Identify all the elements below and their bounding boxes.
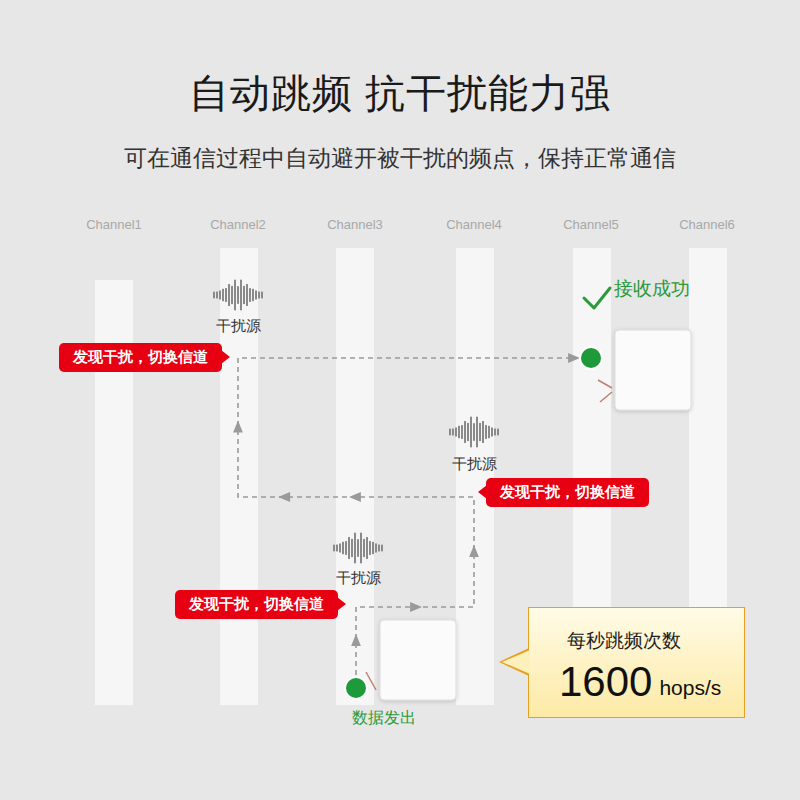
title: 自动跳频 抗干扰能力强 — [0, 66, 800, 121]
subtitle: 可在通信过程中自动避开被干扰的频点，保持正常通信 — [0, 143, 800, 174]
rate-caption: 每秒跳频次数 — [567, 628, 681, 654]
status-text: 接收成功 — [614, 276, 690, 302]
interference-label: 干扰源 — [216, 317, 261, 336]
channel-bars — [95, 248, 727, 705]
channel-label: Channel1 — [86, 217, 142, 232]
signal-dot: 数据发出 — [346, 678, 366, 698]
antenna-panel — [598, 330, 691, 410]
alert-text: 发现干扰，切换信道 — [500, 483, 635, 502]
status-text: 数据发出 — [352, 708, 416, 729]
rate-value: 1600 — [559, 658, 652, 706]
interference-label: 干扰源 — [452, 455, 497, 474]
channel-label: Channel6 — [679, 217, 735, 232]
interference-icons — [213, 280, 499, 564]
alert-text: 发现干扰，切换信道 — [189, 595, 324, 614]
rate-unit: hops/s — [659, 676, 721, 700]
alert-callout: 发现干扰，切换信道 — [486, 478, 649, 507]
channel-label: Channel4 — [446, 217, 502, 232]
rate-callout: 每秒跳频次数 1600 hops/s — [528, 607, 745, 718]
antenna-panel — [366, 620, 456, 700]
signal-dot: 接收成功 — [581, 348, 601, 368]
alert-callout: 发现干扰，切换信道 — [175, 590, 338, 619]
alert-text: 发现干扰，切换信道 — [73, 348, 208, 367]
channel-label: Channel3 — [327, 217, 383, 232]
channel-label: Channel2 — [210, 217, 266, 232]
check-mark — [584, 288, 610, 308]
interference-label: 干扰源 — [336, 569, 381, 588]
alert-callout: 发现干扰，切换信道 — [59, 343, 222, 372]
channel-label: Channel5 — [563, 217, 619, 232]
